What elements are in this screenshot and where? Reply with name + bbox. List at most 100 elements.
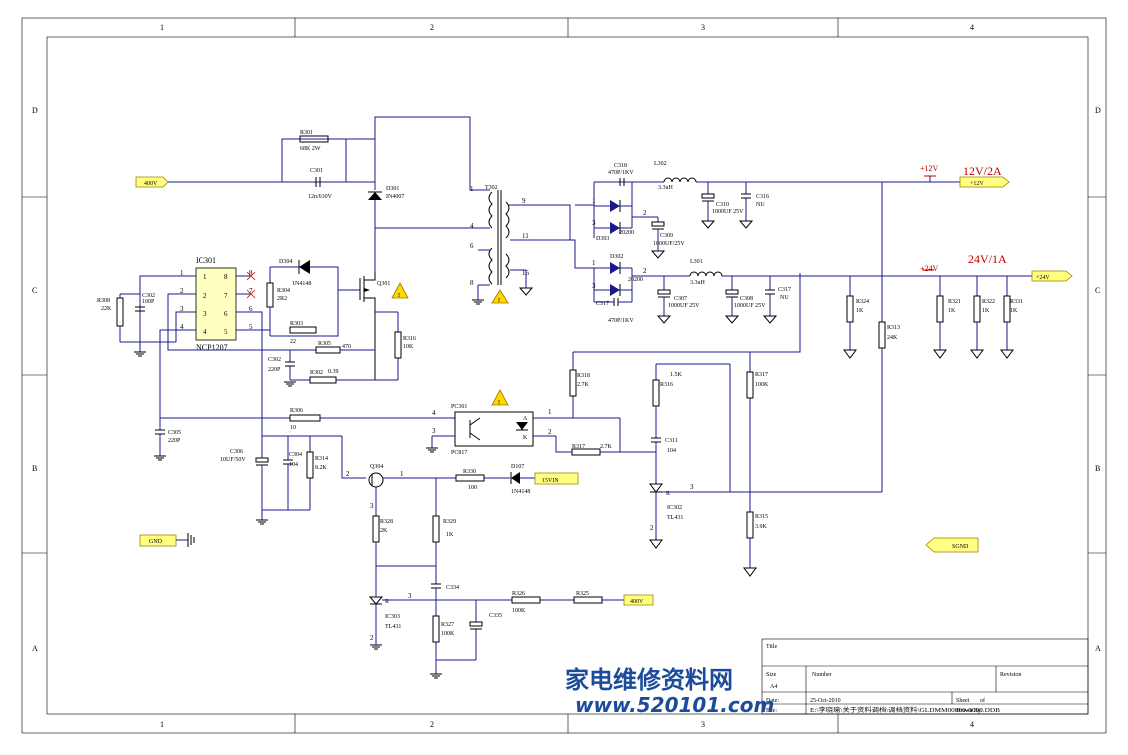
svg-text:1: 1	[180, 269, 184, 277]
col-label-bottom-2: 2	[430, 720, 434, 729]
net-12v-port	[959, 176, 1010, 188]
net-15vin-label	[534, 472, 579, 485]
r331-ref: R331	[1010, 299, 1023, 305]
c311-ref: C311	[665, 438, 678, 444]
c305-ref: C305	[168, 430, 181, 436]
d302-diode-b	[610, 284, 620, 296]
title-label: Title	[766, 644, 777, 650]
date-value: 25-Oct-2010	[810, 698, 841, 704]
c306-plate-a	[255, 457, 269, 463]
l301-value: 3.3uH	[690, 280, 706, 286]
svg-text:4: 4	[432, 409, 436, 417]
d301-ref: D301	[386, 186, 399, 192]
d302-value: 20200	[628, 277, 643, 283]
r330-value: 100	[468, 485, 477, 491]
optocoupler-feedback: PC301 PC817 AK ! 4 3 1 2 R317 2.7K R318 …	[426, 182, 900, 577]
c302a-ref: C302	[142, 293, 155, 299]
r322-resistor	[973, 295, 981, 323]
r328-ref: R328	[380, 519, 393, 525]
r321-value: 1K	[948, 308, 956, 314]
l302-ref: L302	[654, 161, 667, 167]
r322-value: 1K	[982, 308, 990, 314]
r317a-ref: R317	[572, 444, 585, 450]
net-24v-flag: +24V	[920, 264, 939, 273]
c308-plate-a	[725, 289, 739, 295]
ic303-value: TL431	[385, 624, 401, 630]
r303-value: 22	[290, 339, 296, 345]
r304-resistor	[266, 282, 274, 308]
c302a-value: 100P	[142, 299, 155, 305]
output-12v: C318 470P/1KV 132 D303 20200 C309 1000UF…	[575, 161, 1010, 259]
c317a-ref: C317	[596, 301, 609, 307]
svg-text:4: 4	[470, 222, 474, 230]
col-label-top-1: 1	[160, 23, 164, 32]
c318-ref: C318	[614, 163, 627, 169]
pc301-ref: PC301	[451, 404, 467, 410]
l302-inductor	[663, 177, 697, 183]
r328-value: 2K	[380, 528, 388, 534]
c310-value: 1000UF 25V	[712, 209, 744, 215]
d107-diode	[511, 472, 520, 484]
svg-text:2: 2	[650, 524, 654, 532]
col-label-bottom-1: 1	[160, 720, 164, 729]
r321-resistor	[936, 295, 944, 323]
r315-resistor	[746, 511, 754, 539]
svg-text:3: 3	[370, 502, 374, 510]
sheet-label: Sheet	[956, 698, 970, 704]
d304-value: 1N4148	[292, 281, 311, 287]
net-15vin-text: 15VIN	[542, 478, 559, 484]
c335-ref: C335	[489, 613, 502, 619]
col-label-bottom-4: 4	[970, 720, 974, 729]
c317b-ref: C317	[778, 287, 791, 293]
svg-text:!: !	[498, 400, 500, 406]
svg-text:1: 1	[592, 259, 596, 267]
r315-ref: R315	[755, 514, 768, 520]
ic302-ref: IC302	[667, 505, 682, 511]
size-label: Size	[766, 672, 777, 678]
r327-ref: R327	[441, 622, 454, 628]
c316-ref: C316	[756, 194, 769, 200]
c308-value: 1000UF 25V	[734, 303, 766, 309]
svg-text:4: 4	[180, 323, 184, 331]
r304-value: 2R2	[277, 296, 287, 302]
svg-text:1: 1	[470, 185, 474, 193]
svg-text:5: 5	[249, 323, 253, 331]
svg-text:6: 6	[249, 305, 253, 313]
net-sgnd-text: SGND	[952, 544, 969, 550]
c334-ref: C334	[446, 585, 459, 591]
c304-ref: C304	[289, 452, 302, 458]
net-12v-flag: +12V	[920, 164, 939, 173]
revision-label: Revision	[1000, 672, 1021, 678]
svg-text:!: !	[498, 298, 500, 304]
row-label-left-d: D	[32, 106, 38, 115]
row-label-right-d: D	[1095, 106, 1101, 115]
c307-plate-a	[657, 289, 671, 295]
r318-resistor	[569, 369, 577, 397]
r313-ref: R313	[887, 325, 900, 331]
r317b-resistor	[746, 371, 754, 399]
c306-value: 10UF/50V	[220, 457, 246, 463]
r316b-value: 1.5K	[670, 372, 683, 378]
c307-value: 1000UF 25V	[668, 303, 700, 309]
svg-text:8: 8	[470, 279, 474, 287]
c310-plate-a	[701, 193, 715, 199]
svg-text:3: 3	[592, 219, 596, 227]
c309-ref: C309	[660, 233, 673, 239]
r316a-value: 10K	[403, 344, 414, 350]
pc301-value: PC817	[451, 450, 467, 456]
file-label: File:	[766, 708, 777, 714]
r308-resistor	[116, 297, 124, 327]
c311-value: 104	[667, 448, 676, 454]
r314-ref: R314	[315, 456, 328, 462]
sheet-of-label: of	[980, 697, 985, 704]
r329-ref: R329	[443, 519, 456, 525]
d107-ref: D107	[511, 464, 524, 470]
number-label: Number	[812, 672, 832, 678]
svg-text:!: !	[398, 293, 400, 299]
d302-ref: D302	[610, 254, 623, 260]
net-400v-input-text: 400V	[144, 181, 158, 187]
r308-ref: R308	[97, 298, 110, 304]
